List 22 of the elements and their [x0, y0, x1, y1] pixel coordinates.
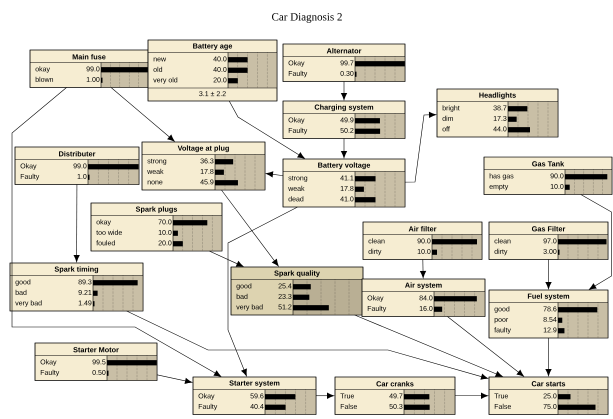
arrow: [74, 184, 80, 262]
arrow: [341, 81, 347, 100]
arrow: [266, 171, 284, 178]
arrow: [580, 194, 612, 290]
diagram-title: Car Diagnosis 2: [272, 13, 342, 23]
arrow: [156, 374, 192, 384]
arrow: [316, 392, 334, 399]
arrow: [221, 190, 279, 266]
arrow: [546, 338, 552, 376]
arrow: [228, 100, 305, 159]
arrow: [404, 112, 436, 182]
arrow: [12, 87, 222, 377]
arrow: [110, 87, 175, 142]
arrow: [354, 314, 503, 377]
arrow: [447, 316, 524, 377]
arrow: [208, 250, 244, 267]
arrow: [546, 259, 552, 290]
arrow: [341, 138, 347, 158]
arrow: [454, 392, 488, 399]
arrow: [126, 310, 488, 380]
arrow: [420, 259, 426, 278]
arrow: [228, 206, 298, 376]
